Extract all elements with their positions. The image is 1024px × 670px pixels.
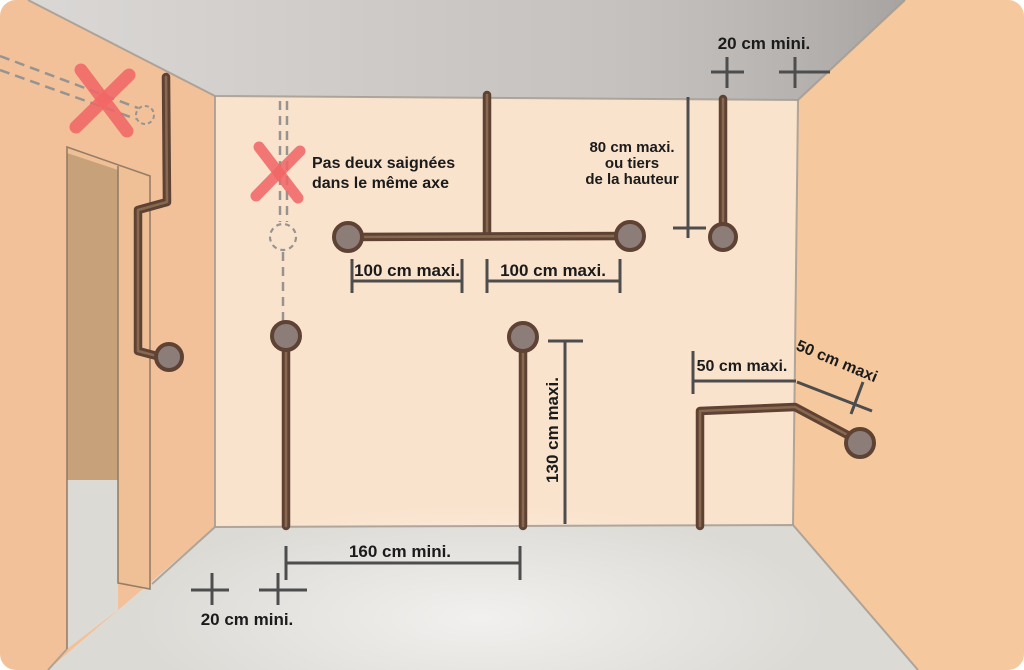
dim-label: 20 cm mini.: [718, 34, 811, 53]
note-label: Pas deux saignées: [312, 155, 455, 172]
dim-label: de la hauteur: [585, 171, 679, 188]
dim-horizontal-run-right: 100 cm maxi.: [485, 259, 622, 293]
dim-label: 100 cm maxi.: [354, 261, 460, 280]
dim-label: 20 cm mini.: [201, 610, 294, 629]
dim-bottom-corner-spacing: 20 cm mini.: [191, 573, 307, 629]
dashed-endpoint-circle: [135, 105, 155, 125]
junction-box: [154, 342, 184, 372]
junction-box: [270, 320, 302, 352]
dim-label: 160 cm mini.: [349, 542, 451, 561]
dim-right-wall-front: 50 cm maxi.: [691, 351, 796, 394]
junction-box: [708, 222, 738, 252]
right-wall: [793, 0, 1024, 670]
junction-boxes: [154, 220, 876, 459]
ceiling-shading: [28, 0, 905, 100]
dim-label: 50 cm maxi.: [697, 358, 788, 375]
dim-top-corner-spacing: 20 cm mini.: [711, 34, 830, 88]
grooves: [133, 72, 862, 531]
front-wall: [215, 96, 798, 527]
forbidden-cross-icon: [250, 141, 306, 204]
note-label: dans le même axe: [312, 175, 449, 192]
room-edges: [27, 0, 919, 670]
dim-label: 100 cm maxi.: [500, 261, 606, 280]
doorway: [66, 145, 151, 649]
dim-horizontal-run-left: 100 cm maxi.: [350, 259, 464, 293]
dashed-box-circle: [268, 222, 298, 252]
junction-box: [332, 221, 364, 253]
door-opening-floor: [67, 480, 118, 649]
dim-label: ou tiers: [605, 155, 659, 172]
forbidden-cross-icon: [69, 63, 136, 138]
dashed-diagonal-1: [0, 54, 139, 110]
dim-floor-spacing: 160 cm mini.: [284, 542, 522, 580]
dim-label: 80 cm maxi.: [589, 139, 674, 156]
dim-top-height: 80 cm maxi. ou tiers de la hauteur: [585, 97, 706, 238]
junction-box: [844, 427, 876, 459]
door-recess: [67, 153, 118, 480]
junction-box: [507, 321, 539, 353]
floor-light-spot: [130, 503, 830, 670]
note-no-two-grooves: Pas deux saignées dans le même axe: [312, 155, 455, 192]
door-frame-outline: [66, 145, 151, 649]
junction-box: [614, 220, 646, 252]
dim-label: 130 cm maxi.: [543, 377, 562, 483]
dim-vertical-run-height: 130 cm maxi.: [543, 339, 583, 524]
